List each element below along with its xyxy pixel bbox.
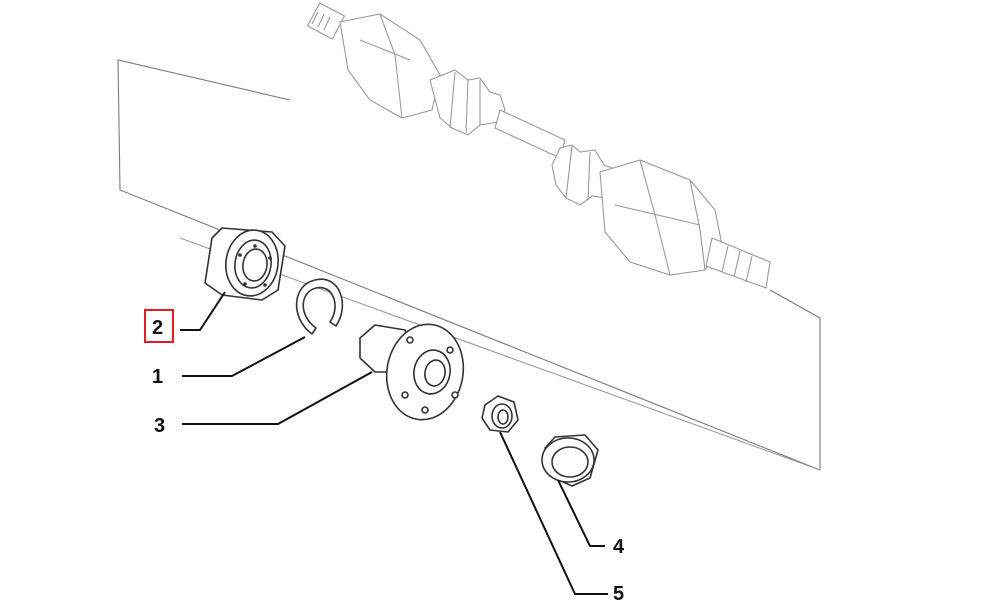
leader-line-5 [499,431,608,595]
callout-4: 4 [613,536,625,558]
callout-2-highlight [144,309,174,343]
leader-line-2 [180,291,226,331]
drive-shaft [306,2,771,289]
snap-ring [295,278,344,335]
callout-5: 5 [613,583,624,600]
wheel-hub [359,323,465,421]
leader-line-3 [182,371,373,425]
wheel-bearing [204,227,286,301]
leader-lines [180,291,608,595]
dust-cap [541,434,599,487]
hub-nut [481,395,519,433]
center-axis [179,237,821,471]
leader-line-1 [182,336,306,377]
callout-1: 1 [152,366,163,388]
callout-2: 2 [152,317,163,339]
callout-3: 3 [154,415,165,437]
leader-line-4 [557,479,605,547]
